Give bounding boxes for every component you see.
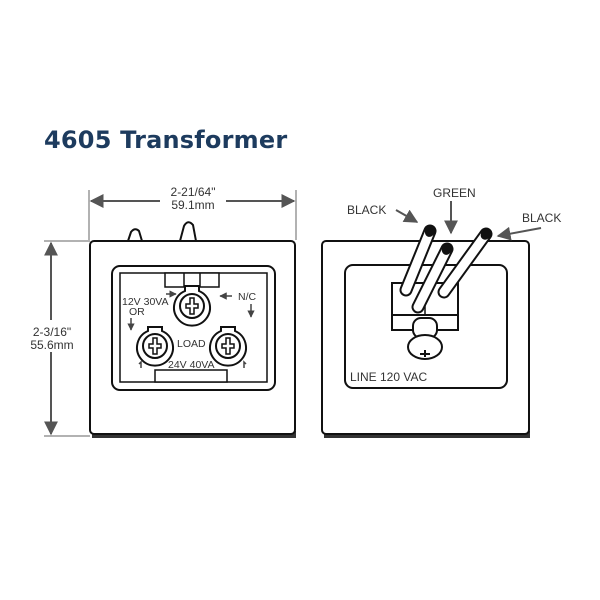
label-or: OR xyxy=(129,306,145,318)
page-title: 4605 Transformer xyxy=(44,126,288,154)
back-view: BLACK GREEN BLACK LINE 120 VAC xyxy=(321,186,561,438)
height-inches: 2-3/16" xyxy=(33,325,71,339)
arrow-icon xyxy=(243,360,247,368)
width-inches: 2-21/64" xyxy=(171,185,216,199)
wire-black-left xyxy=(399,224,437,297)
wire-green xyxy=(411,242,454,314)
terminal-nc xyxy=(173,285,211,327)
width-dimension: 2-21/64" 59.1mm xyxy=(88,185,297,240)
label-12v-30va: 12V 30VA xyxy=(122,296,169,308)
arrow-icon xyxy=(395,209,419,223)
terminal-high xyxy=(209,326,247,367)
height-dimension: 2-3/16" 55.6mm xyxy=(30,240,90,437)
label-load: LOAD xyxy=(177,338,206,350)
label-nc: N/C xyxy=(238,291,257,303)
label-green: GREEN xyxy=(433,186,476,200)
label-line-120vac: LINE 120 VAC xyxy=(350,370,427,384)
wire-black-right xyxy=(437,227,493,299)
arrow-icon xyxy=(138,360,142,368)
terminal-low xyxy=(136,326,174,367)
arrow-icon xyxy=(496,226,542,241)
label-24v-40va: 24V 40VA xyxy=(168,359,215,371)
width-mm: 59.1mm xyxy=(171,198,214,212)
label-black-left: BLACK xyxy=(347,203,386,217)
label-black-right: BLACK xyxy=(522,211,561,225)
height-mm: 55.6mm xyxy=(30,338,73,352)
front-view: 12V 30VA OR N/C LOAD 24V 40VA xyxy=(89,221,296,438)
